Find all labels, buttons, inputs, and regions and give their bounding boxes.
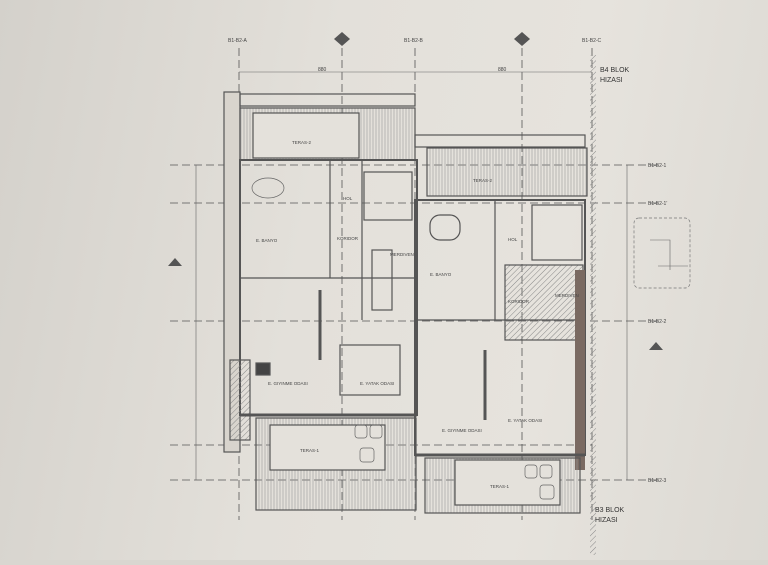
room-label-right-banyo: E. BANYO (430, 272, 452, 277)
room-label-left-teras2: TERAS-2 (292, 140, 312, 145)
detail-callout-box (633, 217, 691, 289)
room-label-right-teras1: TERAS-1 (490, 484, 510, 489)
room-label-left-merdiven: MERDIVEN (390, 252, 414, 257)
room-label-right-yatak: E. YATAK ODASI (508, 418, 542, 423)
b3-hizasi-label: HIZASI (595, 517, 618, 524)
room-label-right-giyinme: E. GIYINME ODASI (442, 428, 482, 433)
room-label-left-hol: HOL (343, 196, 353, 201)
b4-blok-label: B4 BLOK (600, 67, 630, 74)
b4-hizasi-label: HIZASI (600, 77, 623, 84)
axis-label-1: B1-B2-1 (648, 163, 667, 169)
section-marker-icon (168, 32, 663, 350)
b3-blok-label: B3 BLOK (595, 507, 625, 514)
axis-label-b: B1-B2-B (404, 38, 424, 44)
dimension-label-2: 880 (498, 67, 507, 73)
furniture-symbols (251, 177, 555, 500)
left-unit (223, 91, 418, 511)
room-label-right-hol: HOL (508, 237, 518, 242)
room-label-right-koridor: KORIDOR (508, 299, 530, 304)
room-label-left-banyo: E. BANYO (256, 238, 278, 243)
axis-label-2: B1-B2-2 (648, 319, 667, 325)
detail-callout-sketch (650, 239, 688, 270)
room-label-left-teras1: TERAS-1 (300, 448, 320, 453)
room-label-left-giyinme: E. GIYINME ODASI (268, 381, 308, 386)
room-label-right-teras2: TERAS-2 (473, 178, 493, 183)
axis-label-3: B1-B2-3 (648, 478, 667, 484)
dimension-label-1: 880 (318, 67, 327, 73)
room-label-left-koridor: KORIDOR (337, 236, 359, 241)
axis-label-a: B1-B2-A (228, 38, 248, 44)
axis-label-c: B1-B2-C (582, 38, 602, 44)
room-label-right-merdiven: MERDIVEN (555, 293, 579, 298)
room-label-left-yatak: E. YATAK ODASI (360, 381, 394, 386)
block-boundary-hatch (590, 55, 596, 555)
axis-label-1-prime: B1-B2-1' (648, 201, 667, 207)
right-unit (414, 134, 588, 514)
